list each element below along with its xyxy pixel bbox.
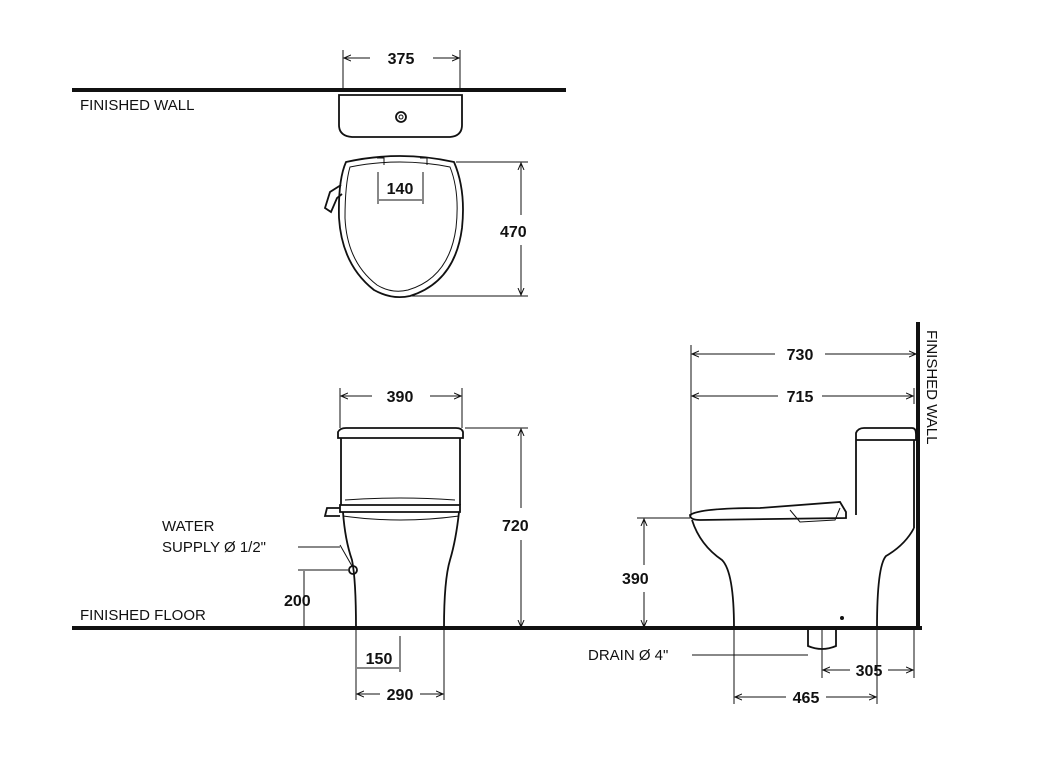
dim-375-text: 375 — [388, 51, 415, 68]
dim-290-text: 290 — [387, 687, 414, 704]
water-supply-label-1: WATER — [162, 518, 215, 535]
bowl-top-outline — [337, 155, 464, 299]
seat-lid-front — [344, 497, 456, 501]
front-view: 390 WATER SUPPLY Ø 1/2" 720 200 150 — [162, 388, 529, 704]
dim-720-text: 720 — [502, 518, 529, 535]
dim-140-text: 140 — [387, 181, 414, 198]
dim-150-text: 150 — [366, 651, 393, 668]
seat-inner-outline — [344, 161, 458, 292]
dim-390-front-text: 390 — [387, 389, 414, 406]
drain-center-dot — [840, 616, 844, 620]
bowl-side-body — [691, 519, 915, 629]
flush-lever-top — [323, 184, 343, 214]
dim-465-text: 465 — [793, 690, 820, 707]
pedestal-front — [342, 511, 460, 629]
finished-wall-label-top: FINISHED WALL — [80, 97, 194, 114]
top-view: FINISHED WALL 375 140 470 — [72, 50, 566, 299]
seat-front — [339, 504, 461, 513]
water-supply-label-2: SUPPLY Ø 1/2" — [162, 539, 266, 556]
dim-470-text: 470 — [500, 224, 527, 241]
hinge-right — [420, 157, 428, 165]
dim-715-text: 715 — [787, 389, 814, 406]
seat-side — [689, 501, 847, 521]
tank-side — [855, 427, 917, 528]
finished-wall-label-side: FINISHED WALL — [923, 330, 940, 444]
tank-body-front — [340, 438, 461, 505]
dim-305-text: 305 — [856, 663, 883, 680]
seat-hinge-side — [789, 507, 841, 523]
flush-lever-front — [323, 507, 340, 517]
side-view: FINISHED WALL 730 715 DRAIN Ø 4" 390 — [588, 322, 940, 707]
hinge-left — [377, 157, 385, 165]
bowl-curve-front — [342, 515, 460, 521]
water-supply-pipe — [339, 544, 353, 567]
flush-button-icon — [395, 111, 407, 123]
dim-730-text: 730 — [787, 347, 814, 364]
finished-floor-label: FINISHED FLOOR — [80, 607, 206, 624]
flush-button-inner — [398, 114, 404, 120]
tank-lid-front — [337, 427, 464, 439]
dim-200-text: 200 — [284, 593, 311, 610]
drain-label: DRAIN Ø 4" — [588, 647, 668, 664]
water-supply-valve-icon — [348, 565, 358, 575]
dim-390-side-text: 390 — [622, 571, 649, 588]
tank-top-outline — [338, 94, 463, 138]
